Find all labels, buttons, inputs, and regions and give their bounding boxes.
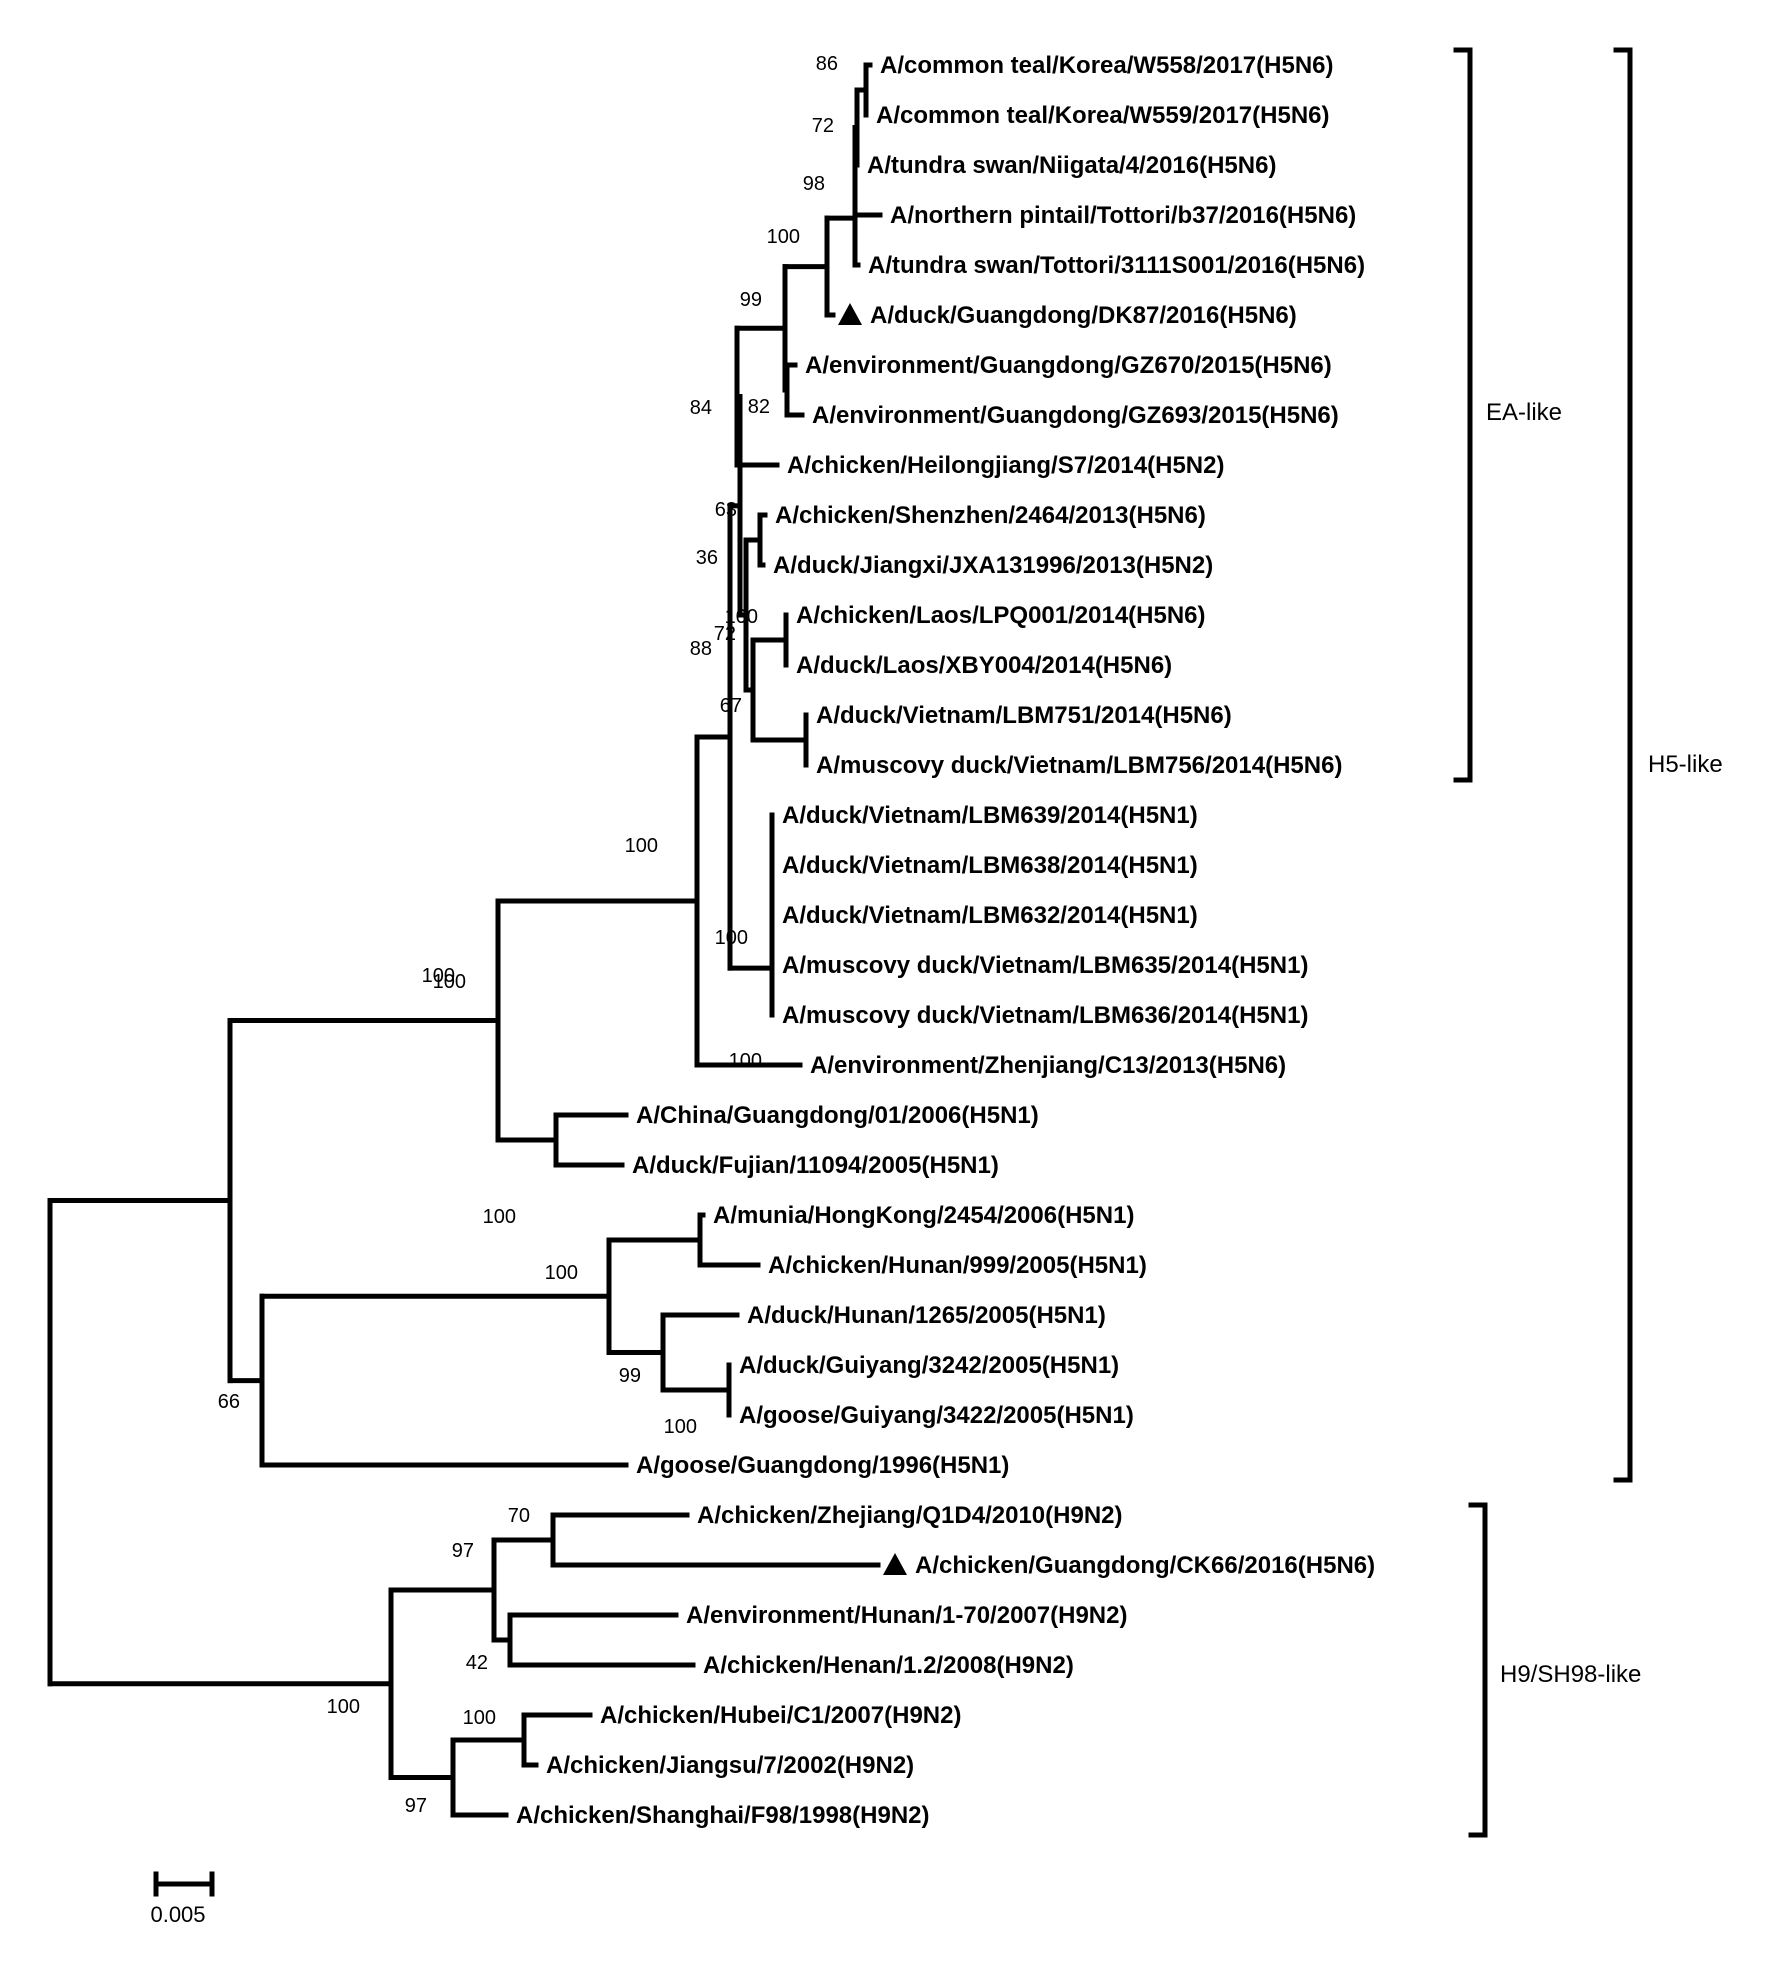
tip-label: A/duck/Hunan/1265/2005(H5N1) [747, 1302, 1106, 1329]
tip-label: A/duck/Guiyang/3242/2005(H5N1) [739, 1352, 1119, 1379]
bootstrap-value: 86 [816, 53, 838, 75]
bootstrap-value: 100 [715, 927, 748, 949]
tip-label: A/chicken/Guangdong/CK66/2016(H5N6) [915, 1552, 1375, 1579]
bootstrap-value: 36 [696, 547, 718, 569]
bootstrap-value: 100 [483, 1206, 516, 1228]
bootstrap-value: 100 [422, 965, 455, 987]
bootstrap-value: 97 [405, 1795, 427, 1817]
bootstrap-value: 72 [812, 115, 834, 137]
tip-label: A/duck/Laos/XBY004/2014(H5N6) [796, 652, 1172, 679]
bootstrap-value: 99 [619, 1365, 641, 1387]
bootstrap-value: 82 [748, 396, 770, 418]
bootstrap-value: 42 [466, 1652, 488, 1674]
bootstrap-value: 98 [803, 173, 825, 195]
bootstrap-value: 100 [545, 1262, 578, 1284]
tip-label: A/chicken/Hubei/C1/2007(H9N2) [600, 1702, 961, 1729]
tip-label: A/duck/Vietnam/LBM751/2014(H5N6) [816, 702, 1232, 729]
tip-label: A/duck/Vietnam/LBM639/2014(H5N1) [782, 802, 1198, 829]
bootstrap-value: 66 [218, 1391, 240, 1413]
bootstrap-value: 84 [690, 397, 712, 419]
tip-label: A/environment/Zhenjiang/C13/2013(H5N6) [810, 1052, 1286, 1079]
h9-sh98-like-clade-label: H9/SH98-like [1500, 1661, 1641, 1688]
tip-label: A/chicken/Zhejiang/Q1D4/2010(H9N2) [697, 1502, 1122, 1529]
h5-like-clade-bracket [1613, 47, 1633, 1483]
tip-label: A/environment/Hunan/1-70/2007(H9N2) [686, 1602, 1127, 1629]
triangle-marker-icon [883, 1553, 907, 1575]
tip-label: A/tundra swan/Niigata/4/2016(H5N6) [867, 152, 1276, 179]
bootstrap-value: 100 [767, 226, 800, 248]
h9-sh98-like-clade-bracket [1468, 1502, 1488, 1838]
bootstrap-value: 100 [433, 971, 466, 993]
ea-like-clade-label: EA-like [1486, 399, 1562, 426]
bootstrap-value: 70 [508, 1505, 530, 1527]
tip-label: A/environment/Guangdong/GZ670/2015(H5N6) [805, 352, 1332, 379]
tip-label: A/chicken/Jiangsu/7/2002(H9N2) [546, 1752, 914, 1779]
tip-label: A/chicken/Shanghai/F98/1998(H9N2) [516, 1802, 929, 1829]
tip-label: A/duck/Jiangxi/JXA131996/2013(H5N2) [773, 552, 1213, 579]
tip-label: A/duck/Vietnam/LBM632/2014(H5N1) [782, 902, 1198, 929]
h5-like-clade-label: H5-like [1648, 751, 1723, 778]
bootstrap-value: 99 [740, 289, 762, 311]
bootstrap-value: 97 [452, 1540, 474, 1562]
tip-label: A/northern pintail/Tottori/b37/2016(H5N6… [890, 202, 1356, 229]
bootstrap-value: 88 [690, 638, 712, 660]
tip-label: A/common teal/Korea/W558/2017(H5N6) [880, 52, 1334, 79]
bootstrap-value: 63 [715, 499, 737, 521]
tip-label: A/environment/Guangdong/GZ693/2015(H5N6) [812, 402, 1339, 429]
ea-like-clade-bracket [1453, 47, 1473, 783]
bootstrap-value: 72 [714, 623, 736, 645]
tip-label: A/common teal/Korea/W559/2017(H5N6) [876, 102, 1330, 129]
bootstrap-value: 100 [463, 1707, 496, 1729]
tip-label: A/munia/HongKong/2454/2006(H5N1) [713, 1202, 1134, 1229]
bootstrap-value: 67 [720, 695, 742, 717]
tip-label: A/duck/Vietnam/LBM638/2014(H5N1) [782, 852, 1198, 879]
tip-label: A/muscovy duck/Vietnam/LBM636/2014(H5N1) [782, 1002, 1308, 1029]
bootstrap-value: 100 [725, 606, 758, 628]
triangle-marker-icon [838, 303, 862, 325]
bootstrap-value: 100 [664, 1416, 697, 1438]
tip-label: A/China/Guangdong/01/2006(H5N1) [636, 1102, 1039, 1129]
bootstrap-value: 100 [729, 1050, 762, 1072]
bootstrap-value: 100 [625, 835, 658, 857]
tip-label: A/duck/Fujian/11094/2005(H5N1) [632, 1152, 999, 1179]
scale-label: 0.005 [150, 1902, 205, 1927]
tip-label: A/goose/Guangdong/1996(H5N1) [636, 1452, 1009, 1479]
tip-label: A/chicken/Shenzhen/2464/2013(H5N6) [775, 502, 1206, 529]
tip-label: A/chicken/Heilongjiang/S7/2014(H5N2) [787, 452, 1224, 479]
tip-label: A/chicken/Laos/LPQ001/2014(H5N6) [796, 602, 1206, 629]
tip-label: A/goose/Guiyang/3422/2005(H5N1) [739, 1402, 1134, 1429]
tip-label: A/chicken/Henan/1.2/2008(H9N2) [703, 1652, 1074, 1679]
tip-label: A/chicken/Hunan/999/2005(H5N1) [768, 1252, 1147, 1279]
tip-label: A/duck/Guangdong/DK87/2016(H5N6) [870, 302, 1297, 329]
tip-label: A/muscovy duck/Vietnam/LBM635/2014(H5N1) [782, 952, 1308, 979]
bootstrap-value: 100 [327, 1696, 360, 1718]
tip-label: A/tundra swan/Tottori/3111S001/2016(H5N6… [868, 252, 1365, 279]
tip-label: A/muscovy duck/Vietnam/LBM756/2014(H5N6) [816, 752, 1342, 779]
